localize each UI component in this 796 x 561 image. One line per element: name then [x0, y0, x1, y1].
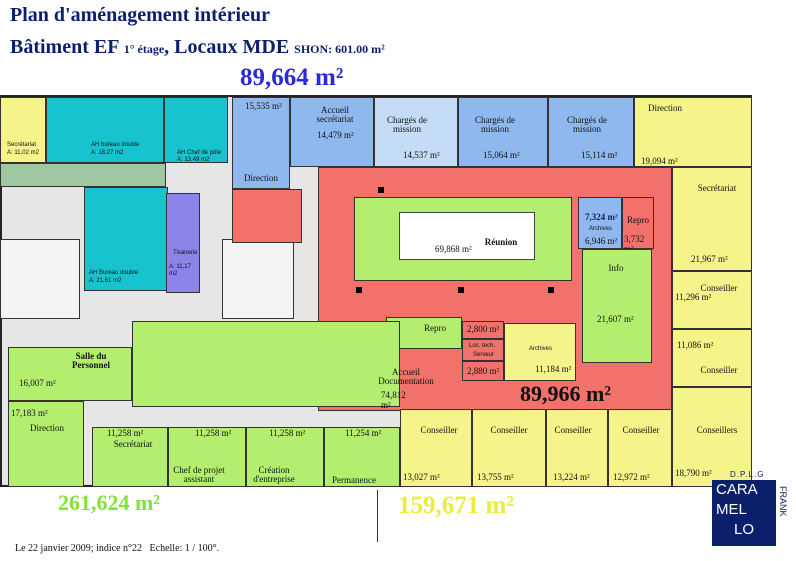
room-secretariat-cyan: Secrétariat A: 11,02 m2 — [0, 97, 46, 163]
room-salle-personnel: Salle du Personnel 16,007 m² — [8, 347, 132, 401]
room-charges-mission-1: Chargés de mission 14,537 m² — [374, 97, 458, 167]
floor-label: 1° étage — [123, 42, 165, 56]
room-secretariat-yellow: Secrétariat 21,967 m² — [672, 167, 752, 271]
room-info: Info 21,607 m² — [582, 249, 652, 363]
room-serveur: 2,880 m² — [462, 361, 504, 381]
room-creation-entreprise: 11,258 m² Création d'entreprise — [246, 427, 324, 487]
room-conseiller-r1: Conseiller 11,296 m² — [672, 271, 752, 329]
architect-logo: D.P.L.G CARA MEL LO FRANK — [712, 470, 794, 548]
pillar-3 — [548, 287, 554, 293]
room-conseiller-r2: 11,086 m² Conseiller — [672, 329, 752, 387]
room-archives-blue: 7,324 m² Archives 6,946 m² — [578, 197, 622, 249]
pillar-4 — [378, 187, 384, 193]
room-charges-mission-2: Chargés de mission 15,064 m² — [458, 97, 548, 167]
room-tisanerie: Tisanerie A: 11,17 m2 — [166, 193, 200, 293]
staircase-right — [222, 239, 294, 319]
room-accueil-secretariat: Accueil secrétariat 14,479 m² — [290, 97, 374, 167]
room-secretariat-green: 11,258 m² Secrétariat — [92, 427, 168, 487]
room-conseiller-b1: Conseiller 13,027 m² — [400, 409, 472, 487]
room-direction-green: 17,183 m² Direction — [8, 401, 84, 487]
room-repro-red: Repro 3,732 m² — [622, 197, 654, 254]
room-reunion: 69,868 m² Réunion — [354, 197, 572, 281]
room-loc-tech: Loc. tech. Serveur — [462, 339, 504, 361]
plan-subtitle: Bâtiment EF 1° étage, Locaux MDE SHON: 6… — [10, 36, 385, 59]
pillar-2 — [458, 287, 464, 293]
locaux-label: , Locaux MDE — [164, 36, 290, 58]
yellow-total-area: 159,671 m² — [398, 492, 514, 519]
room-red-small: 2,800 m² — [462, 321, 504, 339]
red-zone-left — [232, 189, 302, 243]
room-conseiller-b3: Conseiller 13,224 m² — [546, 409, 608, 487]
floor-plan: Secrétariat A: 11,02 m2 AH bureau double… — [0, 95, 752, 487]
room-conseiller-b4: Conseiller 12,972 m² — [608, 409, 672, 487]
green-total-area: 261,624 m² — [58, 490, 160, 515]
meeting-table — [399, 212, 535, 260]
blue-total-area: 89,664 m² — [240, 64, 344, 91]
room-permanence: 11,254 m² Permanence — [324, 427, 400, 487]
building-name: Bâtiment EF — [10, 36, 119, 58]
plan-title: Plan d'aménagement intérieur — [10, 4, 270, 26]
room-ah-chef-de-pole: AH Chef de pôle A: 13,49 m2 — [164, 97, 228, 163]
room-ah-bureau-double: AH bureau double A: 18,27 m2 — [46, 97, 164, 163]
room-charges-mission-3: Chargés de mission 15,114 m² — [548, 97, 634, 167]
room-accueil-documentation: Accueil Documentation 74,812 m² — [132, 321, 434, 410]
room-blue-1: 15,535 m² Direction — [232, 97, 290, 189]
shon-label: SHON: 601.00 m² — [294, 42, 385, 56]
pillar-1 — [356, 287, 362, 293]
footer-date: Le 22 janvier 2009; indice n°22 — [15, 543, 143, 554]
red-total-area: 89,966 m² — [520, 381, 611, 406]
footer-note: Le 22 janvier 2009; indice n°22 Echelle:… — [15, 543, 219, 554]
axis-line — [377, 490, 378, 542]
corridor-top-left — [0, 163, 166, 187]
footer-scale: Echelle: 1 / 100°. — [149, 543, 220, 554]
room-conseiller-b2: Conseiller 13,755 m² — [472, 409, 546, 487]
room-archives-yellow: Archives 11,184 m² — [504, 323, 576, 381]
room-conseillers: Conseillers 18,790 m² — [672, 387, 752, 487]
room-chef-projet: 11,258 m² Chef de projet assistant — [168, 427, 246, 487]
staircase-left — [0, 239, 80, 319]
room-direction-yellow: Direction 19,094 m² — [634, 97, 752, 167]
room-ah-bureau-double-2: AH Bureau double A: 21,61 m2 — [84, 187, 168, 291]
